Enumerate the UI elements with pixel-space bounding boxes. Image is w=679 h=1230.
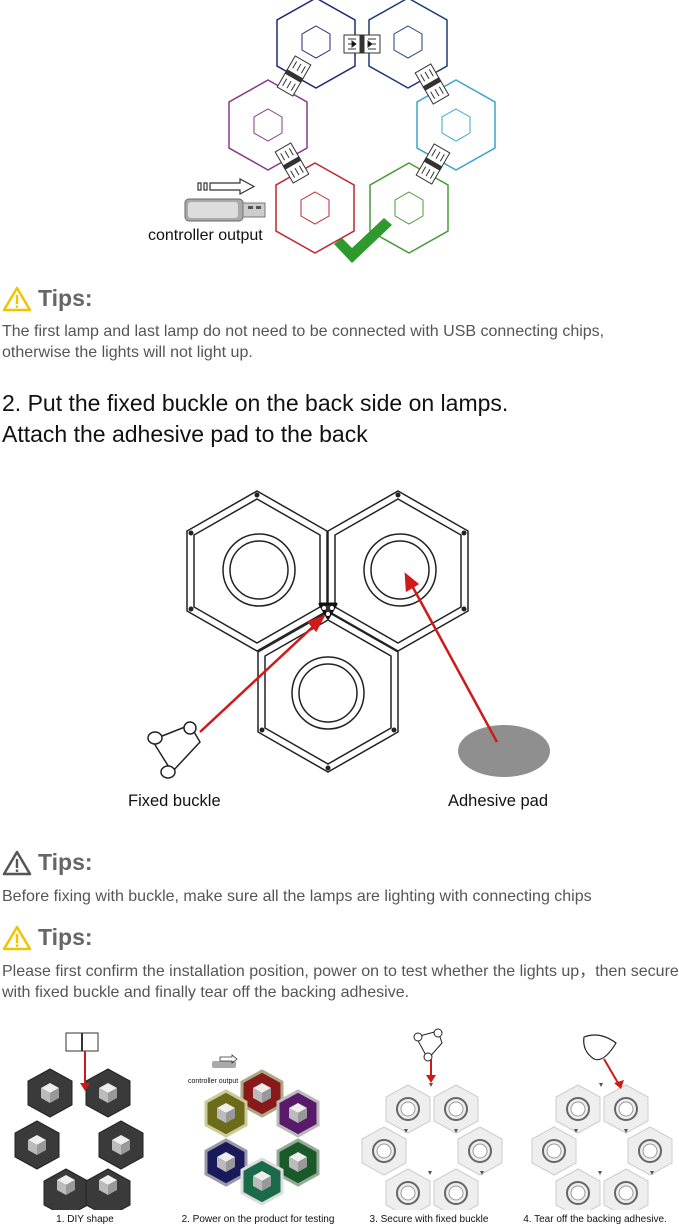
step1-image — [14, 1032, 144, 1210]
warning-icon — [2, 925, 32, 950]
hex-top-left — [276, 0, 356, 89]
step3-image — [361, 1084, 503, 1210]
tips-heading-1: Tips: — [2, 285, 93, 312]
hex-bottom-left — [275, 162, 355, 254]
tips-heading-2: Tips: — [2, 849, 93, 876]
back-hex-left — [186, 490, 328, 652]
back-side-diagram — [147, 490, 550, 779]
warning-icon — [2, 850, 32, 875]
adhesive-pad-icon — [458, 725, 550, 777]
back-hex-bottom — [257, 611, 399, 773]
heading-line-2: Attach the adhesive pad to the back — [2, 421, 368, 447]
step-caption-3: 3. Secure with fixed buckle — [369, 1214, 489, 1225]
step-caption-2: 2. Power on the product for testing — [181, 1214, 335, 1225]
tips-text-1: The first lamp and last lamp do not need… — [2, 323, 605, 361]
tips-title: Tips: — [38, 924, 93, 950]
fixed-buckle-icon — [147, 721, 201, 779]
back-hex-right — [327, 490, 469, 652]
tips-title: Tips: — [38, 285, 93, 311]
hex-top-right — [368, 0, 448, 89]
steps-illustration: controller output — [14, 1028, 673, 1210]
usb-controller-icon — [184, 198, 266, 222]
tips-title: Tips: — [38, 849, 93, 875]
adhesive-pad-label: Adhesive pad — [448, 792, 548, 810]
hex-ring-diagram — [184, 0, 496, 263]
center-buckle — [318, 602, 338, 620]
step2-image — [204, 1054, 320, 1206]
fixed-buckle-label: Fixed buckle — [128, 792, 221, 810]
hex-bottom-right — [369, 162, 449, 254]
heading-line-1: 2. Put the fixed buckle on the back side… — [2, 390, 509, 416]
check-icon — [334, 218, 392, 263]
hex-left — [228, 79, 308, 171]
connector-chips — [274, 34, 451, 185]
tips-heading-3: Tips: — [2, 924, 93, 951]
step2-mini-label: controller output — [188, 1078, 238, 1085]
hex-right — [416, 79, 496, 171]
tips-text-3: Please first confirm the installation po… — [2, 963, 679, 1001]
warning-icon — [2, 286, 32, 311]
step-caption-1: 1. DIY shape — [56, 1214, 114, 1225]
tips-text-2: Before fixing with buckle, make sure all… — [2, 888, 592, 905]
input-arrow — [197, 177, 256, 196]
controller-output-label: controller output — [148, 227, 263, 244]
section-heading: 2. Put the fixed buckle on the back side… — [2, 388, 677, 450]
step-caption-4: 4. Tear off the backing adhesive. — [523, 1214, 667, 1225]
